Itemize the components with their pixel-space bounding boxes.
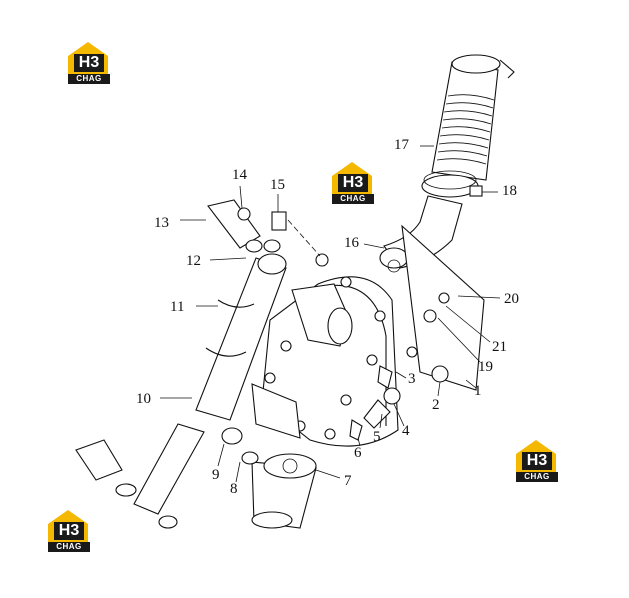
callout-21: 21 xyxy=(492,339,507,355)
leader-lines xyxy=(160,145,501,483)
logo-brand: CHAG xyxy=(48,542,90,552)
brand-logo-center: H3 CHAG xyxy=(328,160,376,206)
logo-brand: CHAG xyxy=(332,194,374,204)
callout-19: 19 xyxy=(478,359,493,375)
callout-9: 9 xyxy=(212,467,220,483)
callout-14: 14 xyxy=(232,167,247,183)
callout-12: 12 xyxy=(186,253,201,269)
pipe-fittings xyxy=(207,199,329,267)
callout-11: 11 xyxy=(170,299,185,315)
callout-17: 17 xyxy=(394,137,409,153)
brand-logo-right: H3 CHAG xyxy=(512,438,560,484)
bolts xyxy=(349,292,450,441)
callout-20: 20 xyxy=(504,291,519,307)
callout-6: 6 xyxy=(354,445,362,461)
callout-5: 5 xyxy=(373,429,381,445)
callout-10: 10 xyxy=(136,391,151,407)
coolant-pipe xyxy=(75,253,287,529)
callout-8: 8 xyxy=(230,481,238,497)
hose-clamp xyxy=(421,170,483,198)
callout-4: 4 xyxy=(402,423,410,439)
brand-logo-top-left: H3 CHAG xyxy=(64,40,112,86)
logo-mark: H3 xyxy=(522,452,552,470)
cooler-body xyxy=(251,224,485,529)
callout-16: 16 xyxy=(344,235,359,251)
callout-7: 7 xyxy=(344,473,352,489)
callout-18: 18 xyxy=(502,183,517,199)
corrugated-hose xyxy=(431,54,515,181)
logo-mark: H3 xyxy=(74,54,104,72)
callout-1: 1 xyxy=(474,383,482,399)
callout-13: 13 xyxy=(154,215,169,231)
logo-brand: CHAG xyxy=(68,74,110,84)
callout-15: 15 xyxy=(270,177,285,193)
callout-3: 3 xyxy=(408,371,416,387)
brand-logo-bottom-left: H3 CHAG xyxy=(44,508,92,554)
logo-mark: H3 xyxy=(338,174,368,192)
logo-brand: CHAG xyxy=(516,472,558,482)
callout-2: 2 xyxy=(432,397,440,413)
logo-mark: H3 xyxy=(54,522,84,540)
